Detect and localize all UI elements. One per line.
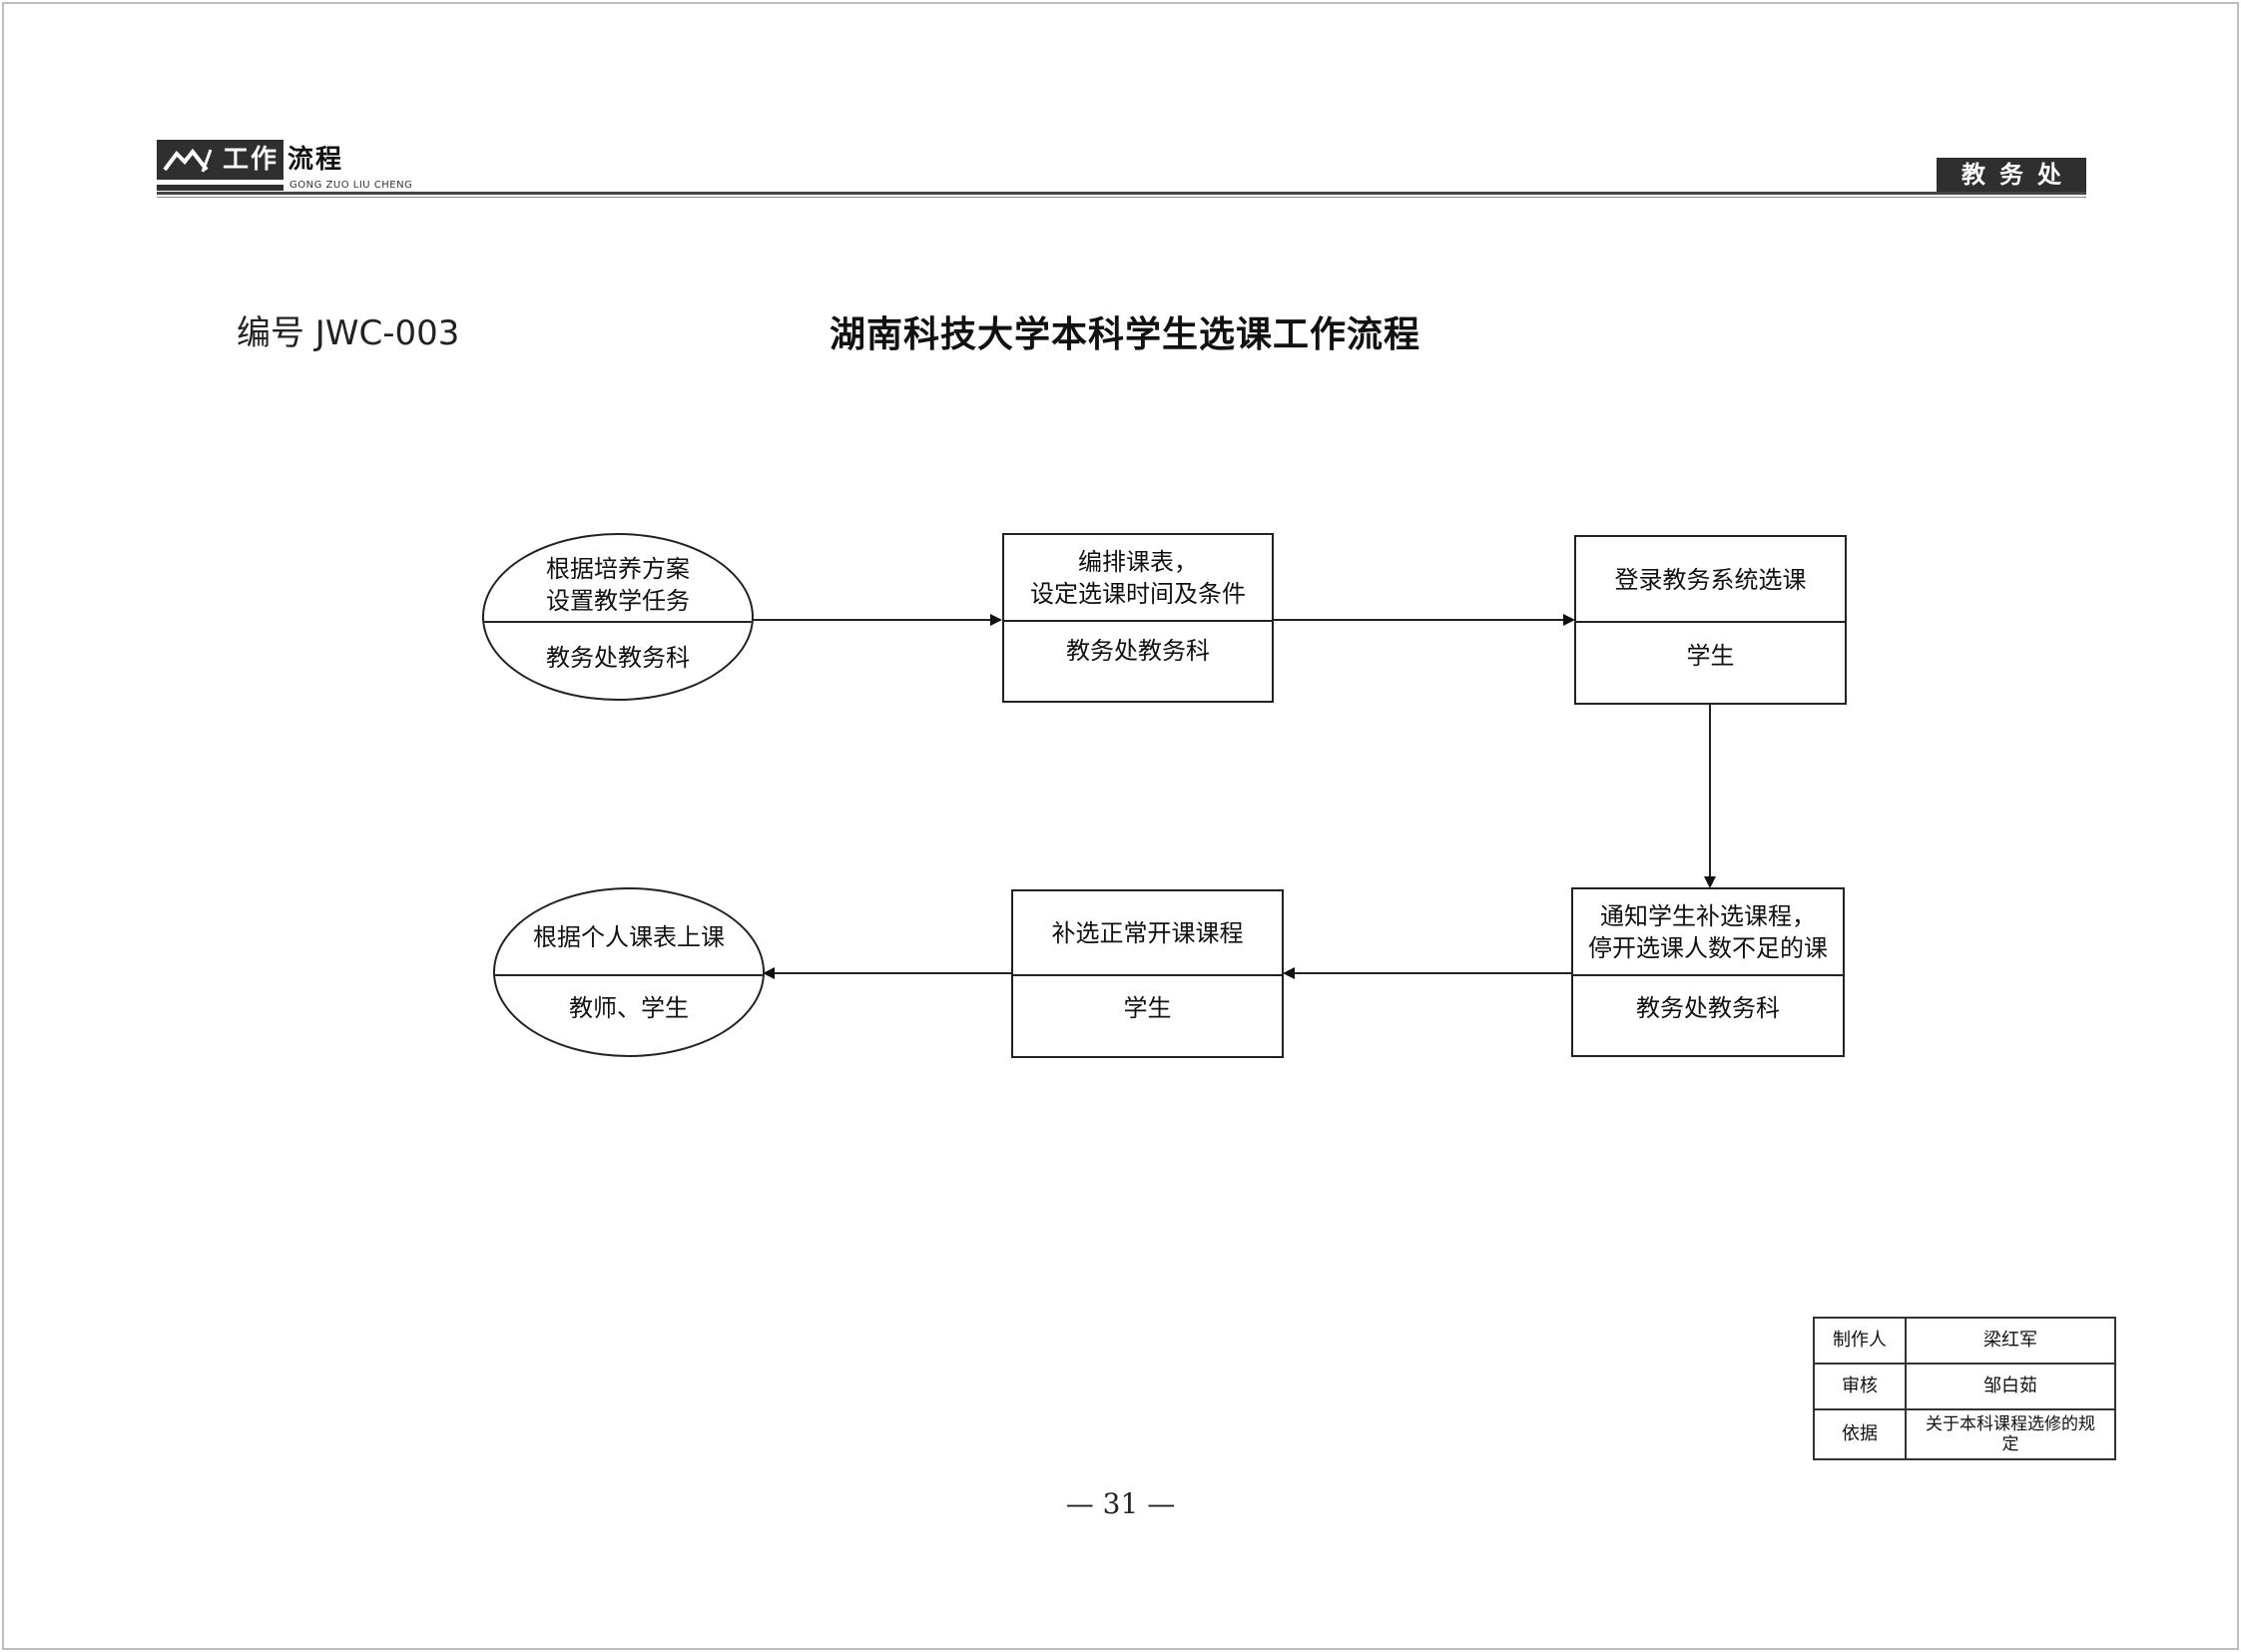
node-divider	[495, 974, 763, 976]
signoff-label: 依据	[1813, 1408, 1907, 1460]
table-row: 审核 邹白茹	[1813, 1363, 2116, 1410]
logo-text-secondary: 流程	[287, 145, 344, 175]
signoff-table: 制作人 梁红军 审核 邹白茹 依据 关于本科课程选修的规定	[1813, 1317, 2116, 1460]
node-divider	[1013, 974, 1282, 976]
flow-node-supplementary-selection: 补选正常开课课程 学生	[1011, 889, 1284, 1058]
node-divider	[484, 621, 752, 623]
node-divider	[1004, 620, 1272, 622]
department-badge: 教务处	[1937, 158, 2086, 192]
node-task-label: 根据个人课表上课	[533, 923, 725, 951]
logo-text-primary: 工作	[223, 145, 280, 175]
signoff-value: 邹白茹	[1905, 1363, 2116, 1410]
node-actor-label: 教务处教务科	[1636, 994, 1780, 1022]
logo: 工作	[157, 140, 283, 180]
table-row: 制作人 梁红军	[1813, 1317, 2116, 1365]
page-header: 工作 流程 GONG ZUO LIU CHENG 教务处	[157, 140, 2086, 202]
node-actor-label: 教师、学生	[569, 994, 689, 1022]
node-actor-label: 学生	[1686, 642, 1735, 670]
node-task-label: 根据培养方案 设置教学任务	[546, 555, 690, 615]
node-task-label: 编排课表， 设定选课时间及条件	[1030, 548, 1246, 608]
signoff-label: 制作人	[1813, 1317, 1907, 1365]
logo-underbar	[157, 185, 283, 191]
signoff-value: 梁红军	[1905, 1317, 2116, 1365]
signoff-label: 审核	[1813, 1363, 1907, 1410]
node-actor-label: 教务处教务科	[546, 644, 690, 672]
flow-node-schedule: 编排课表， 设定选课时间及条件 教务处教务科	[1002, 533, 1274, 703]
node-task-label: 登录教务系统选课	[1614, 565, 1807, 594]
node-task-label: 补选正常开课课程	[1051, 919, 1244, 947]
node-actor-label: 教务处教务科	[1066, 637, 1210, 665]
document-title: 湖南科技大学本科学生选课工作流程	[830, 314, 1421, 355]
node-task-label: 通知学生补选课程， 停开选课人数不足的课	[1588, 902, 1828, 962]
flow-node-notify-supplement: 通知学生补选课程， 停开选课人数不足的课 教务处教务科	[1571, 887, 1845, 1057]
header-rule	[157, 192, 2086, 195]
node-divider	[1573, 974, 1843, 976]
header-rule-thin	[157, 197, 2086, 198]
page-number: — 31 —	[1065, 1487, 1176, 1520]
logo-pinyin: GONG ZUO LIU CHENG	[289, 180, 413, 191]
document-number: 编号 JWC-003	[237, 313, 460, 353]
node-actor-label: 学生	[1123, 994, 1172, 1022]
signoff-value: 关于本科课程选修的规定	[1905, 1408, 2116, 1460]
table-row: 依据 关于本科课程选修的规定	[1813, 1408, 2116, 1460]
flow-node-start: 根据培养方案 设置教学任务 教务处教务科	[482, 533, 754, 701]
flow-node-select-courses: 登录教务系统选课 学生	[1574, 535, 1847, 705]
mountain-logo-icon	[163, 148, 213, 173]
node-divider	[1576, 621, 1845, 623]
flow-node-end: 根据个人课表上课 教师、学生	[493, 887, 765, 1057]
